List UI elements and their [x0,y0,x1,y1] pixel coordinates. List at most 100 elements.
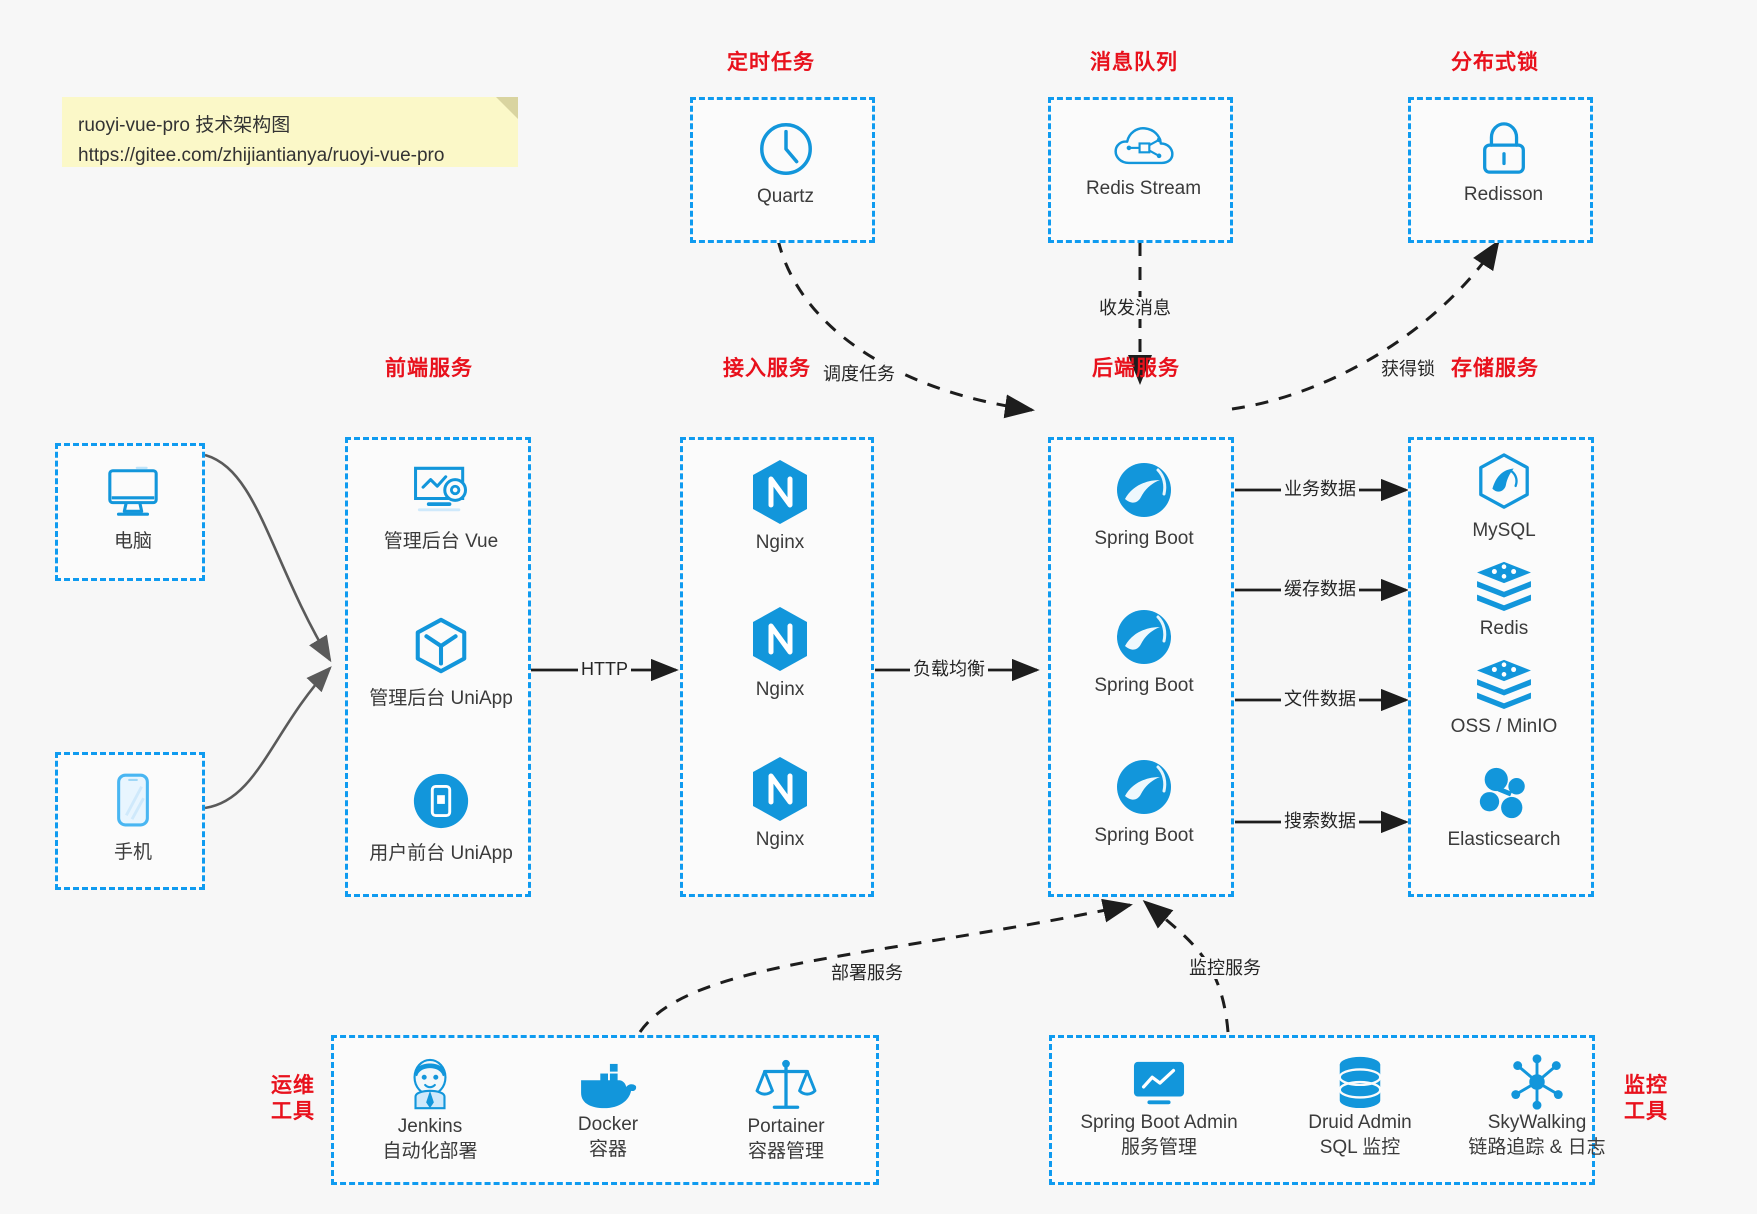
redis-stack-icon [1473,658,1535,710]
node-spring-boot-3[interactable]: Spring Boot [1051,755,1237,847]
edge-label-deploy-service: 部署服务 [828,962,906,984]
node-docker[interactable]: Docker 容器 [524,1062,692,1162]
node-admin-uniapp[interactable]: 管理后台 UniApp [348,615,534,710]
node-label: OSS / MinIO [1450,716,1558,737]
group-devops[interactable]: Jenkins 自动化部署 Docker 容器 [331,1035,879,1185]
docker-icon [577,1062,639,1112]
cloud-stream-icon [1113,122,1175,172]
mobile-icon [111,771,155,831]
node-redisson[interactable]: Redisson [1411,118,1596,206]
node-sublabel: 服务管理 [1120,1137,1197,1158]
group-title-lock: 分布式锁 [1451,51,1539,74]
group-title-devops-line1: 运维 [271,1074,315,1097]
node-druid-admin[interactable]: Druid Admin SQL 监控 [1270,1054,1450,1160]
node-phone[interactable]: 手机 [58,771,208,864]
jenkins-icon [402,1056,458,1114]
node-label: Nginx [755,679,805,700]
node-label: Spring Boot [1094,825,1194,846]
group-title-gateway: 接入服务 [723,357,811,380]
nginx-icon [749,605,811,673]
sticky-note: ruoyi-vue-pro 技术架构图 https://gitee.com/zh… [62,97,518,167]
node-label: Spring Boot [1094,675,1194,696]
edge-label-monitor-service: 监控服务 [1186,957,1264,979]
node-sublabel: 容器 [588,1139,627,1160]
group-title-frontend: 前端服务 [385,357,473,380]
cube-icon [410,615,472,677]
node-label: Nginx [755,532,805,553]
node-spring-boot-admin[interactable]: Spring Boot Admin 服务管理 [1056,1058,1262,1160]
node-label: 手机 [113,842,152,863]
portainer-icon [755,1056,817,1114]
group-title-devops: 运维 工具 [258,1073,328,1125]
node-sublabel: 自动化部署 [382,1141,478,1162]
group-title-monitor: 监控 工具 [1611,1073,1681,1125]
node-skywalking[interactable]: SkyWalking 链路追踪 & 日志 [1432,1054,1642,1160]
node-jenkins[interactable]: Jenkins 自动化部署 [346,1056,514,1164]
node-label: Druid Admin [1308,1112,1412,1133]
node-label: 管理后台 UniApp [369,688,513,709]
edge-pc-to-frontend [204,453,332,663]
node-redis[interactable]: Redis [1411,560,1597,640]
group-lock[interactable]: Redisson [1408,97,1593,243]
node-pc[interactable]: 电脑 [58,464,208,553]
node-sublabel: 容器管理 [747,1141,824,1162]
clock-icon [755,118,817,180]
node-spring-boot-2[interactable]: Spring Boot [1051,605,1237,697]
node-label: MySQL [1472,520,1536,541]
node-user-uniapp[interactable]: 用户前台 UniApp [348,770,534,865]
desktop-icon [104,464,162,520]
edge-quartz-to-backend [776,239,1035,419]
edge-label-business-data: 业务数据 [1281,478,1359,500]
node-label: Elasticsearch [1447,829,1561,850]
node-label: Docker [577,1114,639,1135]
node-label: SkyWalking [1487,1112,1587,1133]
edge-label-schedule-task: 调度任务 [820,363,898,385]
group-title-monitor-line2: 工具 [1624,1100,1668,1123]
app-icon [410,770,472,832]
node-nginx-3[interactable]: Nginx [683,755,877,851]
edge-backend-to-lock [1231,239,1500,411]
edge-label-search-data: 搜索数据 [1281,810,1359,832]
node-sublabel: 链路追踪 & 日志 [1468,1137,1606,1158]
elasticsearch-icon [1473,765,1535,823]
node-portainer[interactable]: Portainer 容器管理 [702,1056,870,1164]
group-storage[interactable]: MySQL Redis [1408,437,1594,897]
node-elasticsearch[interactable]: Elasticsearch [1411,765,1597,851]
group-scheduler[interactable]: Quartz [690,97,875,243]
node-spring-boot-1[interactable]: Spring Boot [1051,458,1237,550]
database-icon [1333,1054,1387,1110]
group-title-storage: 存储服务 [1451,357,1539,380]
group-frontend[interactable]: 管理后台 Vue 管理后台 UniApp 用户前台 [345,437,531,897]
node-label: Quartz [756,186,815,207]
node-label: Spring Boot Admin [1080,1112,1238,1133]
redis-icon [1473,560,1535,612]
node-label: Redis [1479,618,1529,639]
group-phone[interactable]: 手机 [55,752,205,890]
group-pc[interactable]: 电脑 [55,443,205,581]
group-gateway[interactable]: Nginx Nginx Nginx [680,437,874,897]
node-oss-minio[interactable]: OSS / MinIO [1411,658,1597,738]
dashboard-gear-icon [408,460,474,520]
node-nginx-2[interactable]: Nginx [683,605,877,701]
node-label: Redisson [1463,184,1544,205]
node-label: Portainer [747,1116,825,1137]
node-admin-vue[interactable]: 管理后台 Vue [348,460,534,553]
node-label: Jenkins [397,1116,463,1137]
node-mysql[interactable]: MySQL [1411,452,1597,542]
edge-label-http: HTTP [578,658,631,680]
node-label: Nginx [755,829,805,850]
group-title-mq: 消息队列 [1090,51,1178,74]
node-redis-stream[interactable]: Redis Stream [1051,122,1236,200]
group-title-backend: 后端服务 [1092,357,1180,380]
edge-label-send-receive-msg: 收发消息 [1096,297,1174,319]
node-quartz[interactable]: Quartz [693,118,878,208]
node-label: Spring Boot [1094,528,1194,549]
node-nginx-1[interactable]: Nginx [683,458,877,554]
group-backend[interactable]: Spring Boot Spring Boot Spring Boot [1048,437,1234,897]
note-url: https://gitee.com/zhijiantianya/ruoyi-vu… [78,145,445,166]
nginx-icon [749,755,811,823]
group-monitor[interactable]: Spring Boot Admin 服务管理 Druid Admin SQL 监… [1049,1035,1606,1185]
edge-label-acquire-lock: 获得锁 [1378,358,1438,380]
spring-icon [1112,755,1176,819]
group-mq[interactable]: Redis Stream [1048,97,1233,243]
